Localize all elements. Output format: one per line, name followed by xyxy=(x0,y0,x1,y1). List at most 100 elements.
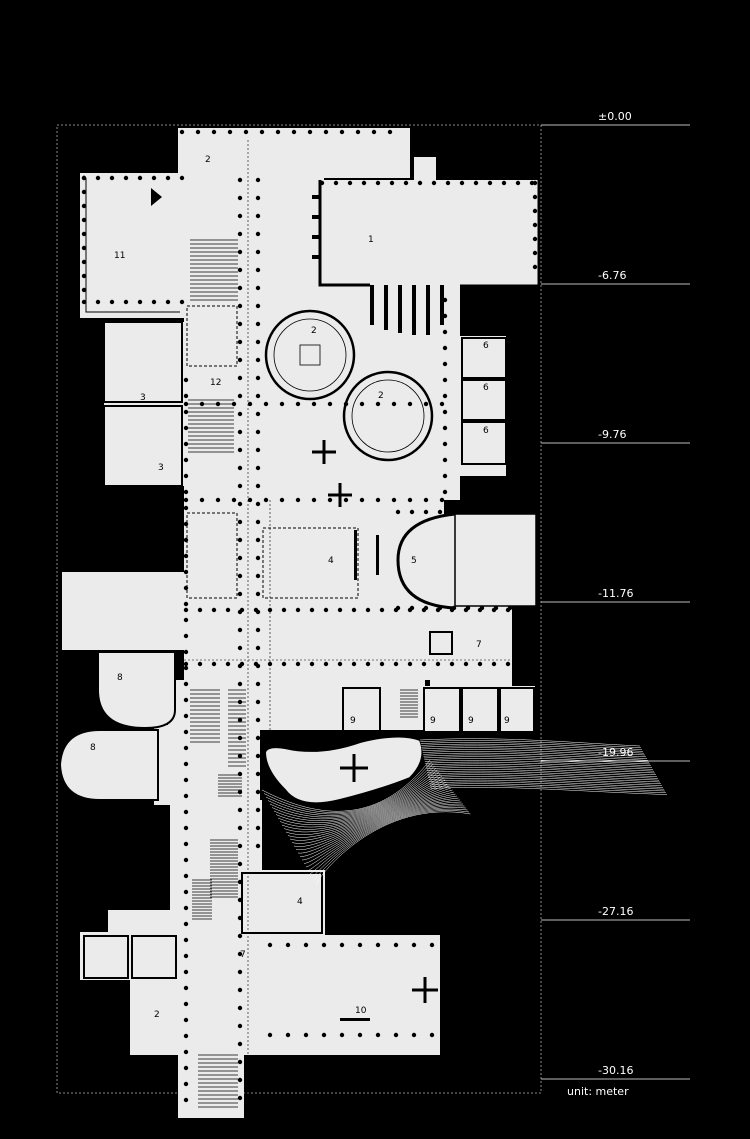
floor-block xyxy=(130,935,440,1055)
column-dot xyxy=(81,299,87,305)
column-dot xyxy=(211,129,217,135)
column-dot xyxy=(255,627,261,633)
column-dot xyxy=(507,509,513,515)
column-dot xyxy=(237,177,243,183)
room-3b xyxy=(103,405,183,487)
room-label: 2 xyxy=(378,391,384,401)
column-dot xyxy=(247,497,253,503)
column-dot xyxy=(375,401,381,407)
contour-strand xyxy=(299,797,459,857)
contour-strand xyxy=(421,747,646,756)
room-5-arc xyxy=(396,512,456,610)
room-label: 7 xyxy=(476,640,482,650)
column-dot xyxy=(445,180,451,186)
contour-strand xyxy=(428,778,663,786)
column-dot xyxy=(411,942,417,948)
column-dot xyxy=(183,409,189,415)
column-dot xyxy=(183,937,189,943)
column-dot xyxy=(81,203,87,209)
column-dot xyxy=(255,357,261,363)
cross-mark xyxy=(412,977,438,1003)
room-label: 9 xyxy=(430,716,436,726)
floor-block xyxy=(320,180,538,285)
column-dot xyxy=(183,713,189,719)
column-dot xyxy=(179,175,185,181)
contour-strand xyxy=(291,789,453,844)
column-dot xyxy=(387,129,393,135)
column-dot xyxy=(319,180,325,186)
column-dot xyxy=(183,969,189,975)
room-label: 4 xyxy=(328,556,334,566)
column-dot xyxy=(439,401,445,407)
column-dot xyxy=(327,497,333,503)
contour-strand xyxy=(424,760,653,768)
column-dot xyxy=(311,497,317,503)
column-dot xyxy=(449,661,455,667)
contour-strand xyxy=(271,769,438,820)
column-dot xyxy=(237,771,243,777)
column-dot xyxy=(183,377,189,383)
room-9d xyxy=(499,687,535,733)
column-dot xyxy=(259,129,265,135)
column-dot xyxy=(237,303,243,309)
column-dot xyxy=(183,1097,189,1103)
room-label: 8 xyxy=(90,743,96,753)
column-dot xyxy=(255,717,261,723)
column-dot xyxy=(255,789,261,795)
column-dot xyxy=(237,897,243,903)
column-dot xyxy=(359,401,365,407)
column-dot xyxy=(321,1032,327,1038)
contour-strand xyxy=(427,770,659,779)
arrow-icon xyxy=(151,188,162,206)
floor-block xyxy=(440,514,536,606)
column-dot xyxy=(285,942,291,948)
column-dot xyxy=(183,841,189,847)
column-dot xyxy=(263,401,269,407)
column-dot xyxy=(237,753,243,759)
column-dot xyxy=(199,497,205,503)
column-dot xyxy=(183,1065,189,1071)
contour-strand xyxy=(283,781,447,833)
column-dot xyxy=(183,393,189,399)
stairs xyxy=(188,239,418,1108)
column-dot xyxy=(183,521,189,527)
column-dot xyxy=(183,793,189,799)
column-dot xyxy=(225,661,231,667)
column-dot xyxy=(183,809,189,815)
room-label: 6 xyxy=(483,383,489,393)
column-dot xyxy=(255,465,261,471)
column-dot xyxy=(357,1032,363,1038)
column-dot xyxy=(327,401,333,407)
round-room xyxy=(264,309,356,401)
column-dot xyxy=(183,889,189,895)
room-label: 7 xyxy=(240,950,246,960)
column-dot xyxy=(237,447,243,453)
column-dot xyxy=(323,607,329,613)
floor-block xyxy=(398,514,455,608)
column-dot xyxy=(237,465,243,471)
room-6c xyxy=(461,421,507,465)
column-dot xyxy=(237,681,243,687)
column-dot xyxy=(532,194,538,200)
column-dot xyxy=(183,681,189,687)
column-dot xyxy=(347,180,353,186)
column-dot xyxy=(442,441,448,447)
contour-strand xyxy=(269,767,437,818)
column-dot xyxy=(255,447,261,453)
column-dot xyxy=(81,231,87,237)
column-dot xyxy=(311,401,317,407)
column-dot xyxy=(463,661,469,667)
column-dot xyxy=(442,457,448,463)
column-dot xyxy=(179,129,185,135)
column-dot xyxy=(423,497,429,503)
column-dot xyxy=(323,661,329,667)
column-dot xyxy=(237,501,243,507)
column-dot xyxy=(442,409,448,415)
column-dot xyxy=(275,129,281,135)
column-dot xyxy=(95,175,101,181)
column-dot xyxy=(371,129,377,135)
column-dot xyxy=(279,497,285,503)
room-4b xyxy=(241,872,323,934)
floor-block xyxy=(414,157,436,181)
column-dot xyxy=(215,497,221,503)
